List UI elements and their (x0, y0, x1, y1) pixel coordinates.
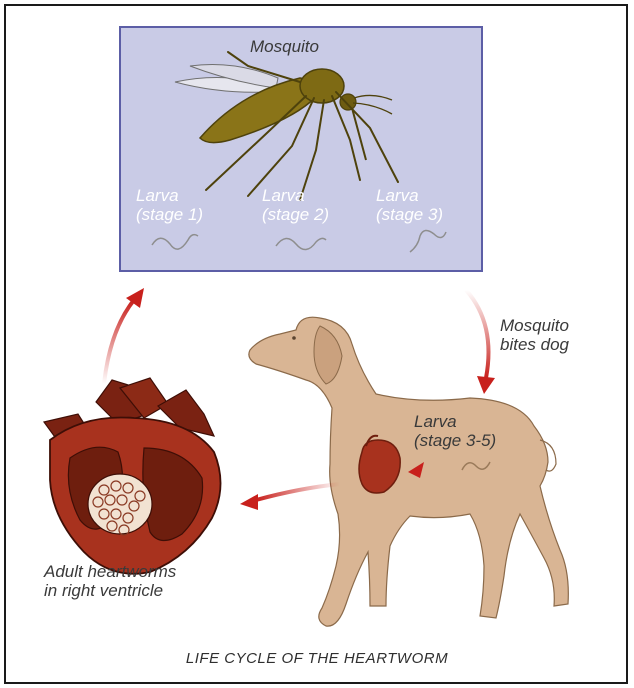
mosquito-label: Mosquito (250, 37, 319, 56)
diagram-title: LIFE CYCLE OF THE HEARTWORM (0, 650, 634, 667)
larva-stage-2-label: Larva (stage 2) (262, 186, 329, 224)
larva-in-dog-label: Larva (stage 3-5) (414, 412, 496, 450)
arrow-heart-to-mosquito (104, 288, 144, 384)
heart-cutaway-icon (44, 378, 221, 574)
arrow-mosquito-to-dog (466, 290, 495, 394)
adult-heartworms-label: Adult heartworms in right ventricle (44, 562, 176, 600)
dog-icon (249, 317, 568, 626)
mosquito-panel (120, 27, 482, 271)
larva-stage-1-label: Larva (stage 1) (136, 186, 203, 224)
larva-stage-3-label: Larva (stage 3) (376, 186, 443, 224)
mosquito-bites-dog-label: Mosquito bites dog (500, 316, 569, 354)
arrow-dog-to-heart (240, 484, 340, 510)
